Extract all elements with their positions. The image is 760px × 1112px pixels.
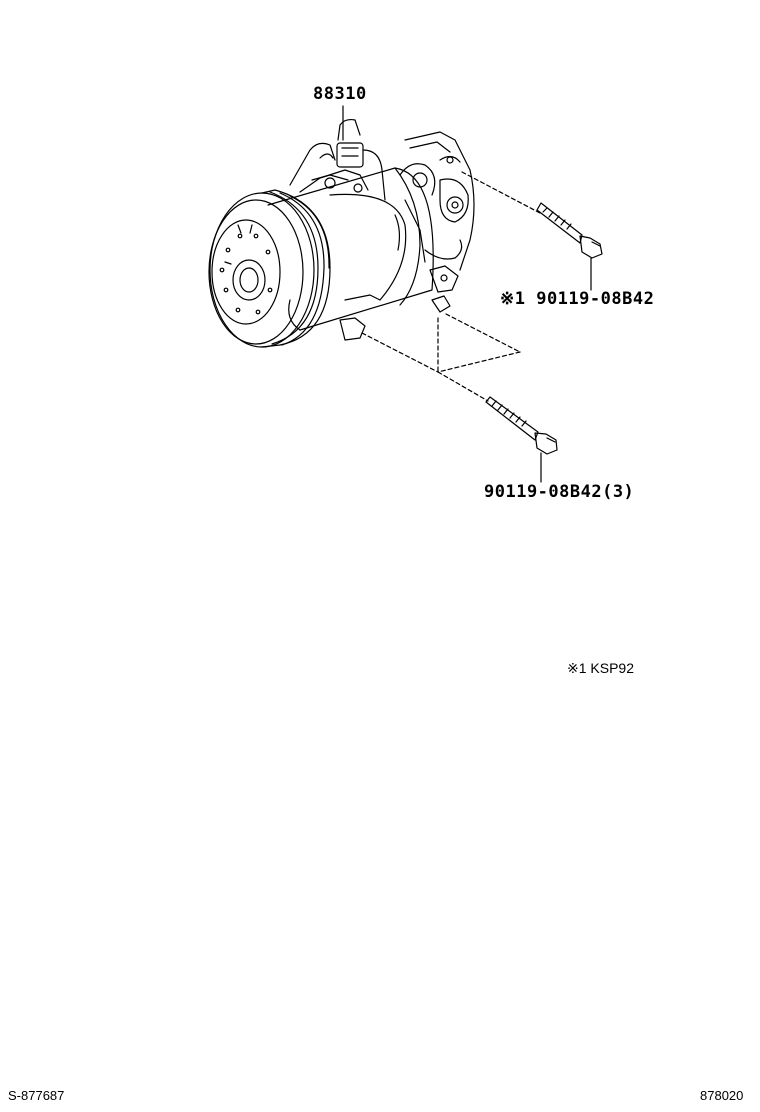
compressor-drawing	[208, 118, 475, 348]
footer-right-code: 878020	[700, 1088, 744, 1103]
main-part-number[interactable]: 88310	[313, 84, 367, 104]
dashed-leader-lines	[361, 171, 541, 402]
lower-bolt-part-number[interactable]: 90119-08B42(3)	[484, 482, 635, 502]
footer-left-code: S-877687	[8, 1088, 65, 1103]
upper-bolt-part-number[interactable]: ※1 90119-08B42	[500, 289, 655, 309]
footnote-model-code: ※1 KSP92	[567, 660, 634, 676]
upper-bolt-drawing	[536, 202, 603, 291]
lower-bolt-drawing	[485, 396, 558, 483]
